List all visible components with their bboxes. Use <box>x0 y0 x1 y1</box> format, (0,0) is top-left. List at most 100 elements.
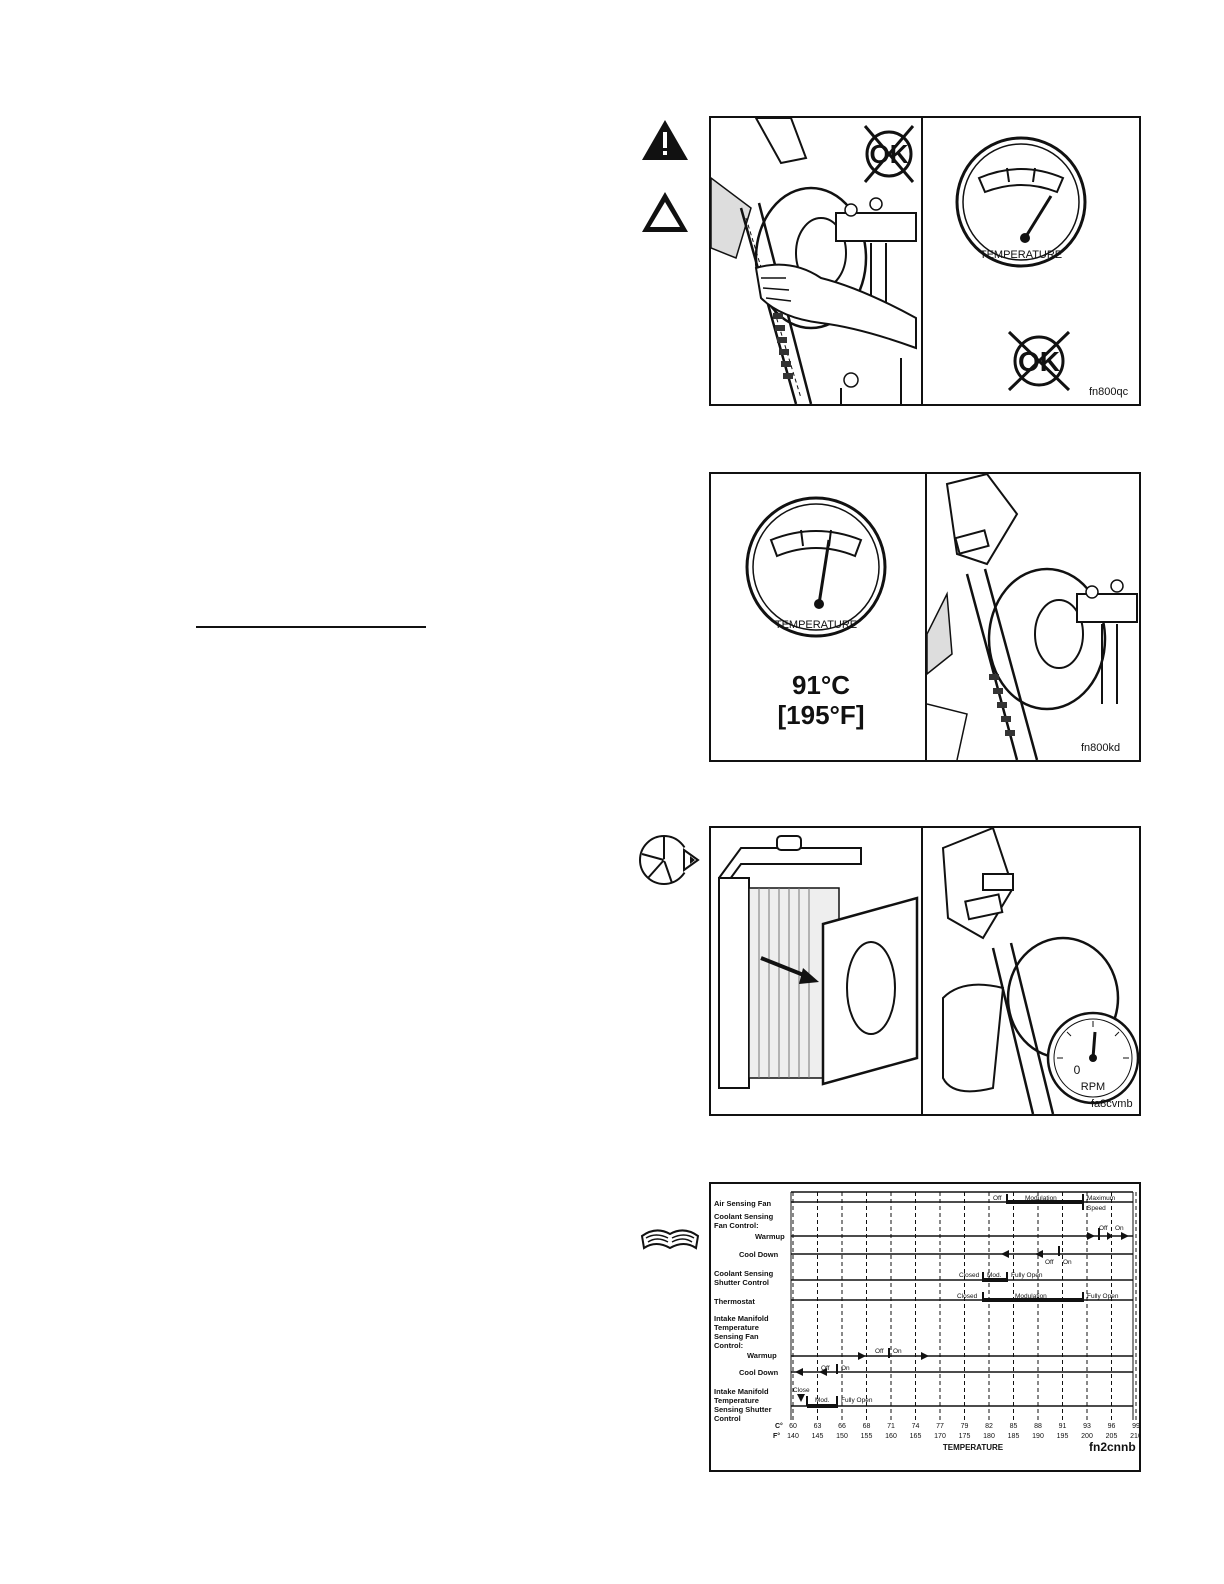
gauge-label: TEMPERATURE <box>775 619 857 631</box>
fahrenheit-tick-label: 175 <box>959 1433 971 1440</box>
figure-divider <box>925 474 927 760</box>
fahrenheit-tick-label: 150 <box>836 1433 848 1440</box>
row-label: Air Sensing Fan <box>714 1199 772 1208</box>
state-label: Speed <box>1087 1205 1106 1212</box>
figure-divider <box>921 118 923 404</box>
state-label: Mod. <box>987 1272 1002 1279</box>
celsius-tick-label: 93 <box>1083 1423 1091 1430</box>
celsius-tick-label: 99 <box>1132 1423 1139 1430</box>
gauge-label: TEMPERATURE <box>980 249 1062 261</box>
row-label: Intake Manifold <box>714 1314 769 1323</box>
celsius-tick-label: 77 <box>936 1423 944 1430</box>
fahrenheit-tick-label: 165 <box>910 1433 922 1440</box>
fahrenheit-tick-label: 190 <box>1032 1433 1044 1440</box>
state-label: Off <box>993 1195 1002 1202</box>
celsius-tick-label: 96 <box>1108 1423 1116 1430</box>
control-timing-chart: Air Sensing Fan Coolant Sensing Fan Cont… <box>714 1191 1139 1452</box>
temperature-celsius: 91°C <box>791 670 851 700</box>
celsius-tick-label: 66 <box>838 1423 846 1430</box>
rpm-label: RPM <box>1081 1081 1105 1093</box>
celsius-tick-label: 63 <box>814 1423 822 1430</box>
state-label: Fully Open <box>841 1397 873 1404</box>
row-label: Warmup <box>747 1351 777 1360</box>
text-underline-rule <box>196 626 426 628</box>
temperature-gauge-hot: TEMPERATURE <box>955 136 1087 268</box>
state-label: Off <box>1045 1259 1054 1266</box>
service-interval-pie-icon <box>639 835 700 885</box>
state-label: Fully Open <box>1011 1272 1043 1279</box>
row-label: Warmup <box>755 1232 785 1241</box>
figure-temperature-control-chart: Air Sensing Fan Coolant Sensing Fan Cont… <box>709 1182 1141 1472</box>
figure-temperature-fan-engage: TEMPERATURE 91°C [195°F] fn800kd <box>709 472 1141 762</box>
celsius-tick-label: 88 <box>1034 1423 1042 1430</box>
figure-fan-belt-inspection: OK TEMPERATURE OK fn800qc <box>709 116 1141 406</box>
rpm-value: 0 <box>1074 1063 1081 1077</box>
figure-code: fn800kd <box>1081 742 1121 754</box>
radiator-cover-illustration <box>718 835 919 1089</box>
figure-code: fn800qc <box>1089 386 1129 398</box>
row-label: Thermostat <box>714 1297 755 1306</box>
state-label: Off <box>821 1365 830 1372</box>
fahrenheit-tick-label: 170 <box>934 1433 946 1440</box>
fahrenheit-tick-label: 205 <box>1106 1433 1118 1440</box>
row-label: Fan Control: <box>714 1221 759 1230</box>
state-label: On <box>1063 1259 1072 1266</box>
fahrenheit-axis-prefix: F° <box>773 1432 780 1440</box>
row-label: Sensing Fan <box>714 1332 759 1341</box>
fahrenheit-tick-label: 185 <box>1008 1433 1020 1440</box>
fan-belt-hand-illustration <box>711 118 917 404</box>
state-label: Mod. <box>815 1397 830 1404</box>
figure-code: fa8cvmb <box>1091 1098 1133 1110</box>
temperature-gauge-normal: TEMPERATURE <box>745 496 887 638</box>
not-ok-icon: OK <box>1007 330 1071 392</box>
fahrenheit-tick-label: 140 <box>787 1433 799 1440</box>
row-label: Intake Manifold <box>714 1387 769 1396</box>
caution-triangle-outline-icon <box>642 192 688 232</box>
row-label: Control <box>714 1414 741 1423</box>
row-label: Shutter Control <box>714 1278 769 1287</box>
fahrenheit-tick-label: 180 <box>983 1433 995 1440</box>
state-label: On <box>1115 1225 1124 1232</box>
celsius-tick-label: 74 <box>912 1423 920 1430</box>
temperature-axis-label: TEMPERATURE <box>943 1443 1004 1452</box>
celsius-tick-label: 82 <box>985 1423 993 1430</box>
fahrenheit-tick-label: 195 <box>1057 1433 1069 1440</box>
celsius-tick-label: 85 <box>1010 1423 1018 1430</box>
celsius-axis-prefix: C° <box>775 1422 783 1430</box>
fahrenheit-tick-label: 145 <box>812 1433 824 1440</box>
figure-code: fn2cnnb <box>1089 1440 1136 1454</box>
state-label: Off <box>1099 1225 1108 1232</box>
celsius-tick-label: 79 <box>961 1423 969 1430</box>
open-book-icon <box>640 1229 700 1250</box>
row-label: Sensing Shutter <box>714 1405 772 1414</box>
state-label: Maximum <box>1087 1195 1115 1202</box>
figure-divider <box>921 828 923 1114</box>
fahrenheit-tick-label: 160 <box>885 1433 897 1440</box>
state-label: On <box>841 1365 850 1372</box>
fan-rpm-illustration: 0 RPM <box>941 828 1139 1114</box>
row-label: Cool Down <box>739 1250 779 1259</box>
fahrenheit-tick-label: 155 <box>861 1433 873 1440</box>
state-label: Modulation <box>1025 1195 1057 1202</box>
celsius-tick-label: 60 <box>789 1423 797 1430</box>
state-label: Off <box>875 1348 884 1355</box>
temperature-fahrenheit: [195°F] <box>777 700 865 730</box>
fahrenheit-tick-label: 200 <box>1081 1433 1093 1440</box>
row-label: Coolant Sensing <box>714 1212 774 1221</box>
row-label: Cool Down <box>739 1368 779 1377</box>
state-label: Closed <box>959 1272 980 1279</box>
state-label: Close <box>793 1387 810 1394</box>
celsius-tick-label: 91 <box>1059 1423 1067 1430</box>
row-label: Coolant Sensing <box>714 1269 774 1278</box>
celsius-tick-label: 68 <box>863 1423 871 1430</box>
not-ok-icon: OK <box>863 125 915 183</box>
row-label: Control: <box>714 1341 743 1350</box>
state-label: On <box>893 1348 902 1355</box>
celsius-tick-label: 71 <box>887 1423 895 1430</box>
fahrenheit-tick-label: 210 <box>1130 1433 1139 1440</box>
warning-triangle-filled-icon <box>642 120 688 160</box>
state-label: Fully Open <box>1087 1293 1119 1300</box>
state-label: Modulation <box>1015 1293 1047 1300</box>
figure-radiator-cover-rpm: 0 RPM fa8cvmb <box>709 826 1141 1116</box>
row-label: Temperature <box>714 1396 759 1405</box>
